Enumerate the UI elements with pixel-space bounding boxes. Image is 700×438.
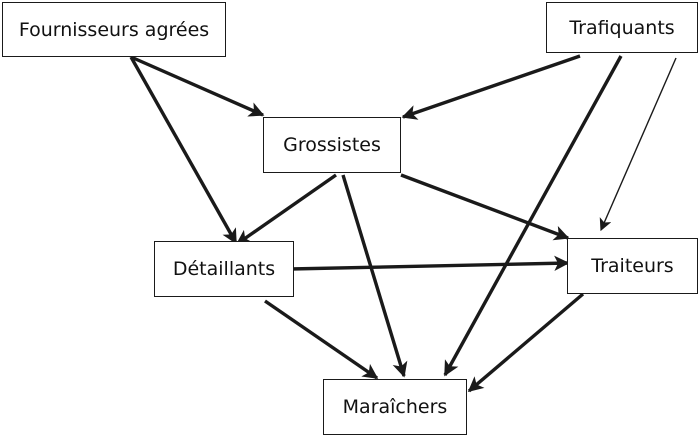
arrow-trafiquants-to-traiteurs bbox=[599, 57, 677, 232]
node-detaillants: Détaillants bbox=[154, 241, 294, 297]
node-maraichers: Maraîchers bbox=[323, 379, 467, 435]
arrow-fournisseurs-to-grossistes bbox=[130, 55, 265, 117]
node-grossistes: Grossistes bbox=[263, 117, 401, 173]
arrow-trafiquants-to-grossistes bbox=[401, 54, 581, 120]
arrow-detaillants-to-maraichers bbox=[264, 299, 379, 380]
arrow-grossistes-to-maraichers bbox=[341, 174, 408, 378]
arrow-grossistes-to-detaillants bbox=[235, 173, 337, 246]
node-fournisseurs-agrees: Fournisseurs agrées bbox=[2, 2, 226, 57]
node-trafiquants: Trafiquants bbox=[546, 2, 698, 53]
arrow-trafiquants-to-maraichers bbox=[443, 55, 623, 377]
arrow-detaillants-to-traiteurs bbox=[289, 255, 570, 271]
arrow-fournisseurs-to-detaillants bbox=[129, 56, 238, 245]
arrow-traiteurs-to-maraichers bbox=[467, 292, 585, 393]
arrow-grossistes-to-traiteurs bbox=[400, 173, 570, 241]
node-traiteurs: Traiteurs bbox=[567, 238, 698, 294]
